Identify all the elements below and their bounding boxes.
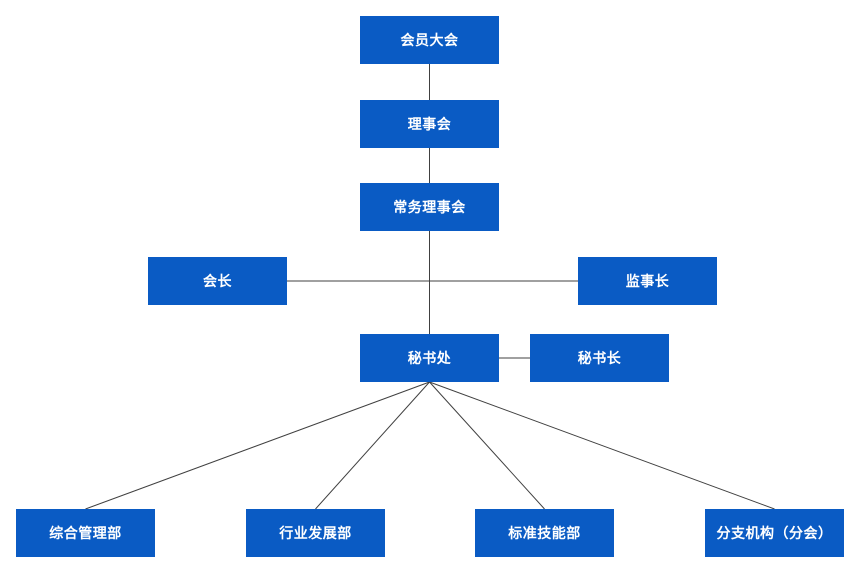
- node-department-general-management: 综合管理部: [16, 509, 155, 557]
- line-secretariat-dept-3: [429, 381, 545, 510]
- node-council: 理事会: [360, 100, 499, 148]
- line-secretariat-dept-4: [429, 381, 775, 510]
- line-secretariat-dept-1: [85, 381, 430, 510]
- node-secretary-general: 秘书长: [530, 334, 669, 382]
- node-standing-council: 常务理事会: [360, 183, 499, 231]
- node-general-assembly: 会员大会: [360, 16, 499, 64]
- node-department-industry-development: 行业发展部: [246, 509, 385, 557]
- node-secretariat: 秘书处: [360, 334, 499, 382]
- node-president: 会长: [148, 257, 287, 305]
- line-secretariat-dept-2: [315, 381, 430, 510]
- node-chief-supervisor: 监事长: [578, 257, 717, 305]
- node-department-branches: 分支机构（分会）: [705, 509, 844, 557]
- node-department-standards-skills: 标准技能部: [475, 509, 614, 557]
